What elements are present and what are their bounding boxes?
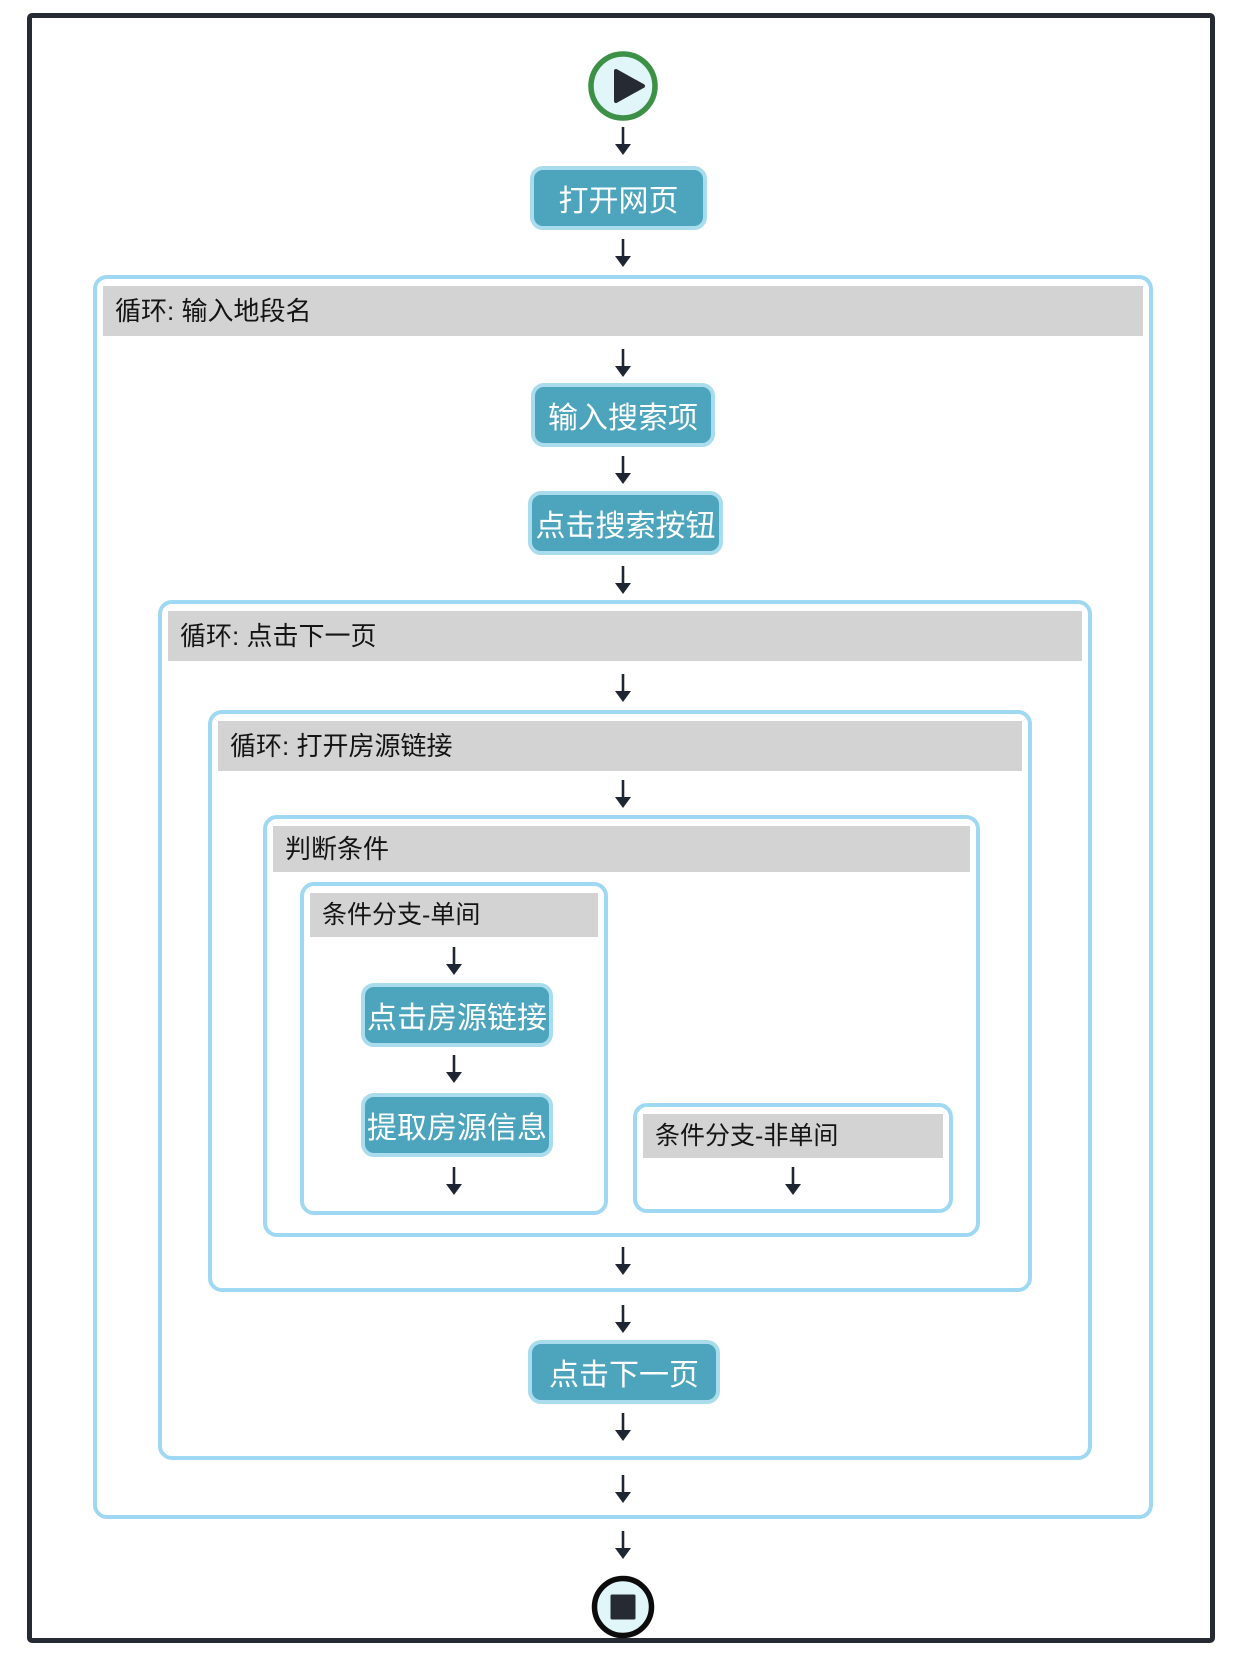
step-open-webpage[interactable]: 打开网页 — [530, 166, 707, 230]
start-node[interactable] — [585, 48, 661, 124]
step-click-search-button[interactable]: 点击搜索按钮 — [528, 491, 723, 555]
down-arrow-icon — [615, 1475, 631, 1503]
play-icon — [588, 51, 658, 121]
branch-non-single-room-header[interactable]: 条件分支-非单间 — [643, 1114, 943, 1158]
down-arrow-icon — [615, 1531, 631, 1559]
loop-open-listing-header[interactable]: 循环: 打开房源链接 — [218, 721, 1022, 771]
down-arrow-icon — [615, 674, 631, 702]
branch-single-room[interactable]: 条件分支-单间 — [300, 882, 608, 1215]
down-arrow-icon — [446, 947, 462, 975]
step-click-next-page[interactable]: 点击下一页 — [528, 1340, 720, 1404]
step-input-search-term[interactable]: 输入搜索项 — [531, 383, 715, 447]
down-arrow-icon — [615, 127, 631, 155]
down-arrow-icon — [615, 239, 631, 267]
step-extract-listing-info[interactable]: 提取房源信息 — [361, 1093, 553, 1157]
down-arrow-icon — [446, 1055, 462, 1083]
down-arrow-icon — [615, 1305, 631, 1333]
condition-group-header[interactable]: 判断条件 — [273, 826, 970, 872]
branch-single-room-header[interactable]: 条件分支-单间 — [310, 893, 598, 937]
down-arrow-icon — [446, 1167, 462, 1195]
stop-icon — [591, 1575, 655, 1639]
down-arrow-icon — [615, 456, 631, 484]
down-arrow-icon — [615, 1413, 631, 1441]
down-arrow-icon — [615, 349, 631, 377]
down-arrow-icon — [785, 1167, 801, 1195]
down-arrow-icon — [615, 1247, 631, 1275]
step-click-listing-link[interactable]: 点击房源链接 — [361, 983, 553, 1047]
down-arrow-icon — [615, 780, 631, 808]
loop-input-district-header[interactable]: 循环: 输入地段名 — [103, 286, 1143, 336]
end-node[interactable] — [589, 1573, 657, 1641]
workflow-frame — [27, 13, 1215, 1643]
down-arrow-icon — [615, 566, 631, 594]
branch-non-single-room[interactable]: 条件分支-非单间 — [633, 1103, 953, 1213]
loop-click-next-page-header[interactable]: 循环: 点击下一页 — [168, 611, 1082, 661]
